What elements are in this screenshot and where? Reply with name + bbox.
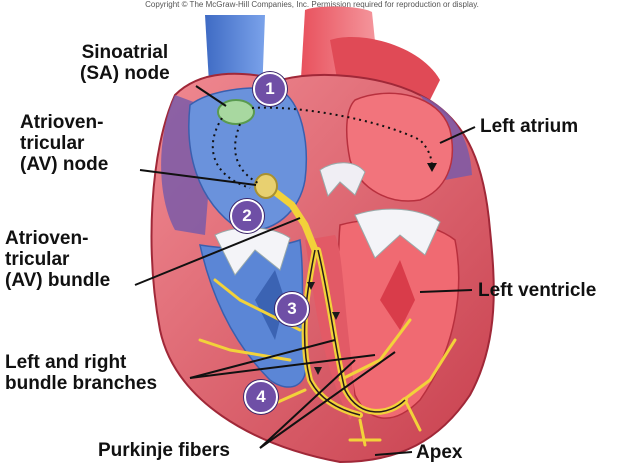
label-av-node: Atrioven- tricular (AV) node [20, 112, 109, 175]
conduction-direction-arrows [307, 282, 340, 375]
label-purkinje-fibers: Purkinje fibers [98, 440, 230, 461]
label-left-atrium: Left atrium [480, 116, 579, 137]
mitral-valve [354, 208, 441, 259]
impulse-paths [211, 106, 433, 189]
left-papillary-muscle [380, 260, 415, 330]
label-left-ventricle: Left ventricle [478, 280, 597, 301]
left-atrium [345, 92, 454, 202]
step-2-badge: 2 [230, 199, 264, 233]
conduction-center-line [303, 249, 406, 416]
label-sa-node: Sinoatrial (SA) node [80, 42, 170, 84]
step-1-badge: 1 [253, 72, 287, 106]
av-bundle-path [266, 184, 319, 254]
purkinje-fibers-left [338, 318, 457, 447]
label-apex: Apex [416, 442, 463, 463]
leader-lines [134, 85, 476, 456]
sa-node [217, 99, 255, 125]
purkinje-fibers-right [198, 278, 307, 412]
right-papillary-muscle [255, 270, 285, 340]
copyright-notice: Copyright © The McGraw-Hill Companies, I… [145, 0, 479, 9]
step-3-badge: 3 [275, 292, 309, 326]
step-4-badge: 4 [244, 380, 278, 414]
impulse-arrowhead [427, 163, 437, 172]
label-bundle-branches: Left and right bundle branches [5, 352, 158, 394]
label-av-bundle: Atrioven- tricular (AV) bundle [5, 228, 111, 291]
aortic-valve [319, 162, 366, 198]
av-node [254, 173, 278, 199]
